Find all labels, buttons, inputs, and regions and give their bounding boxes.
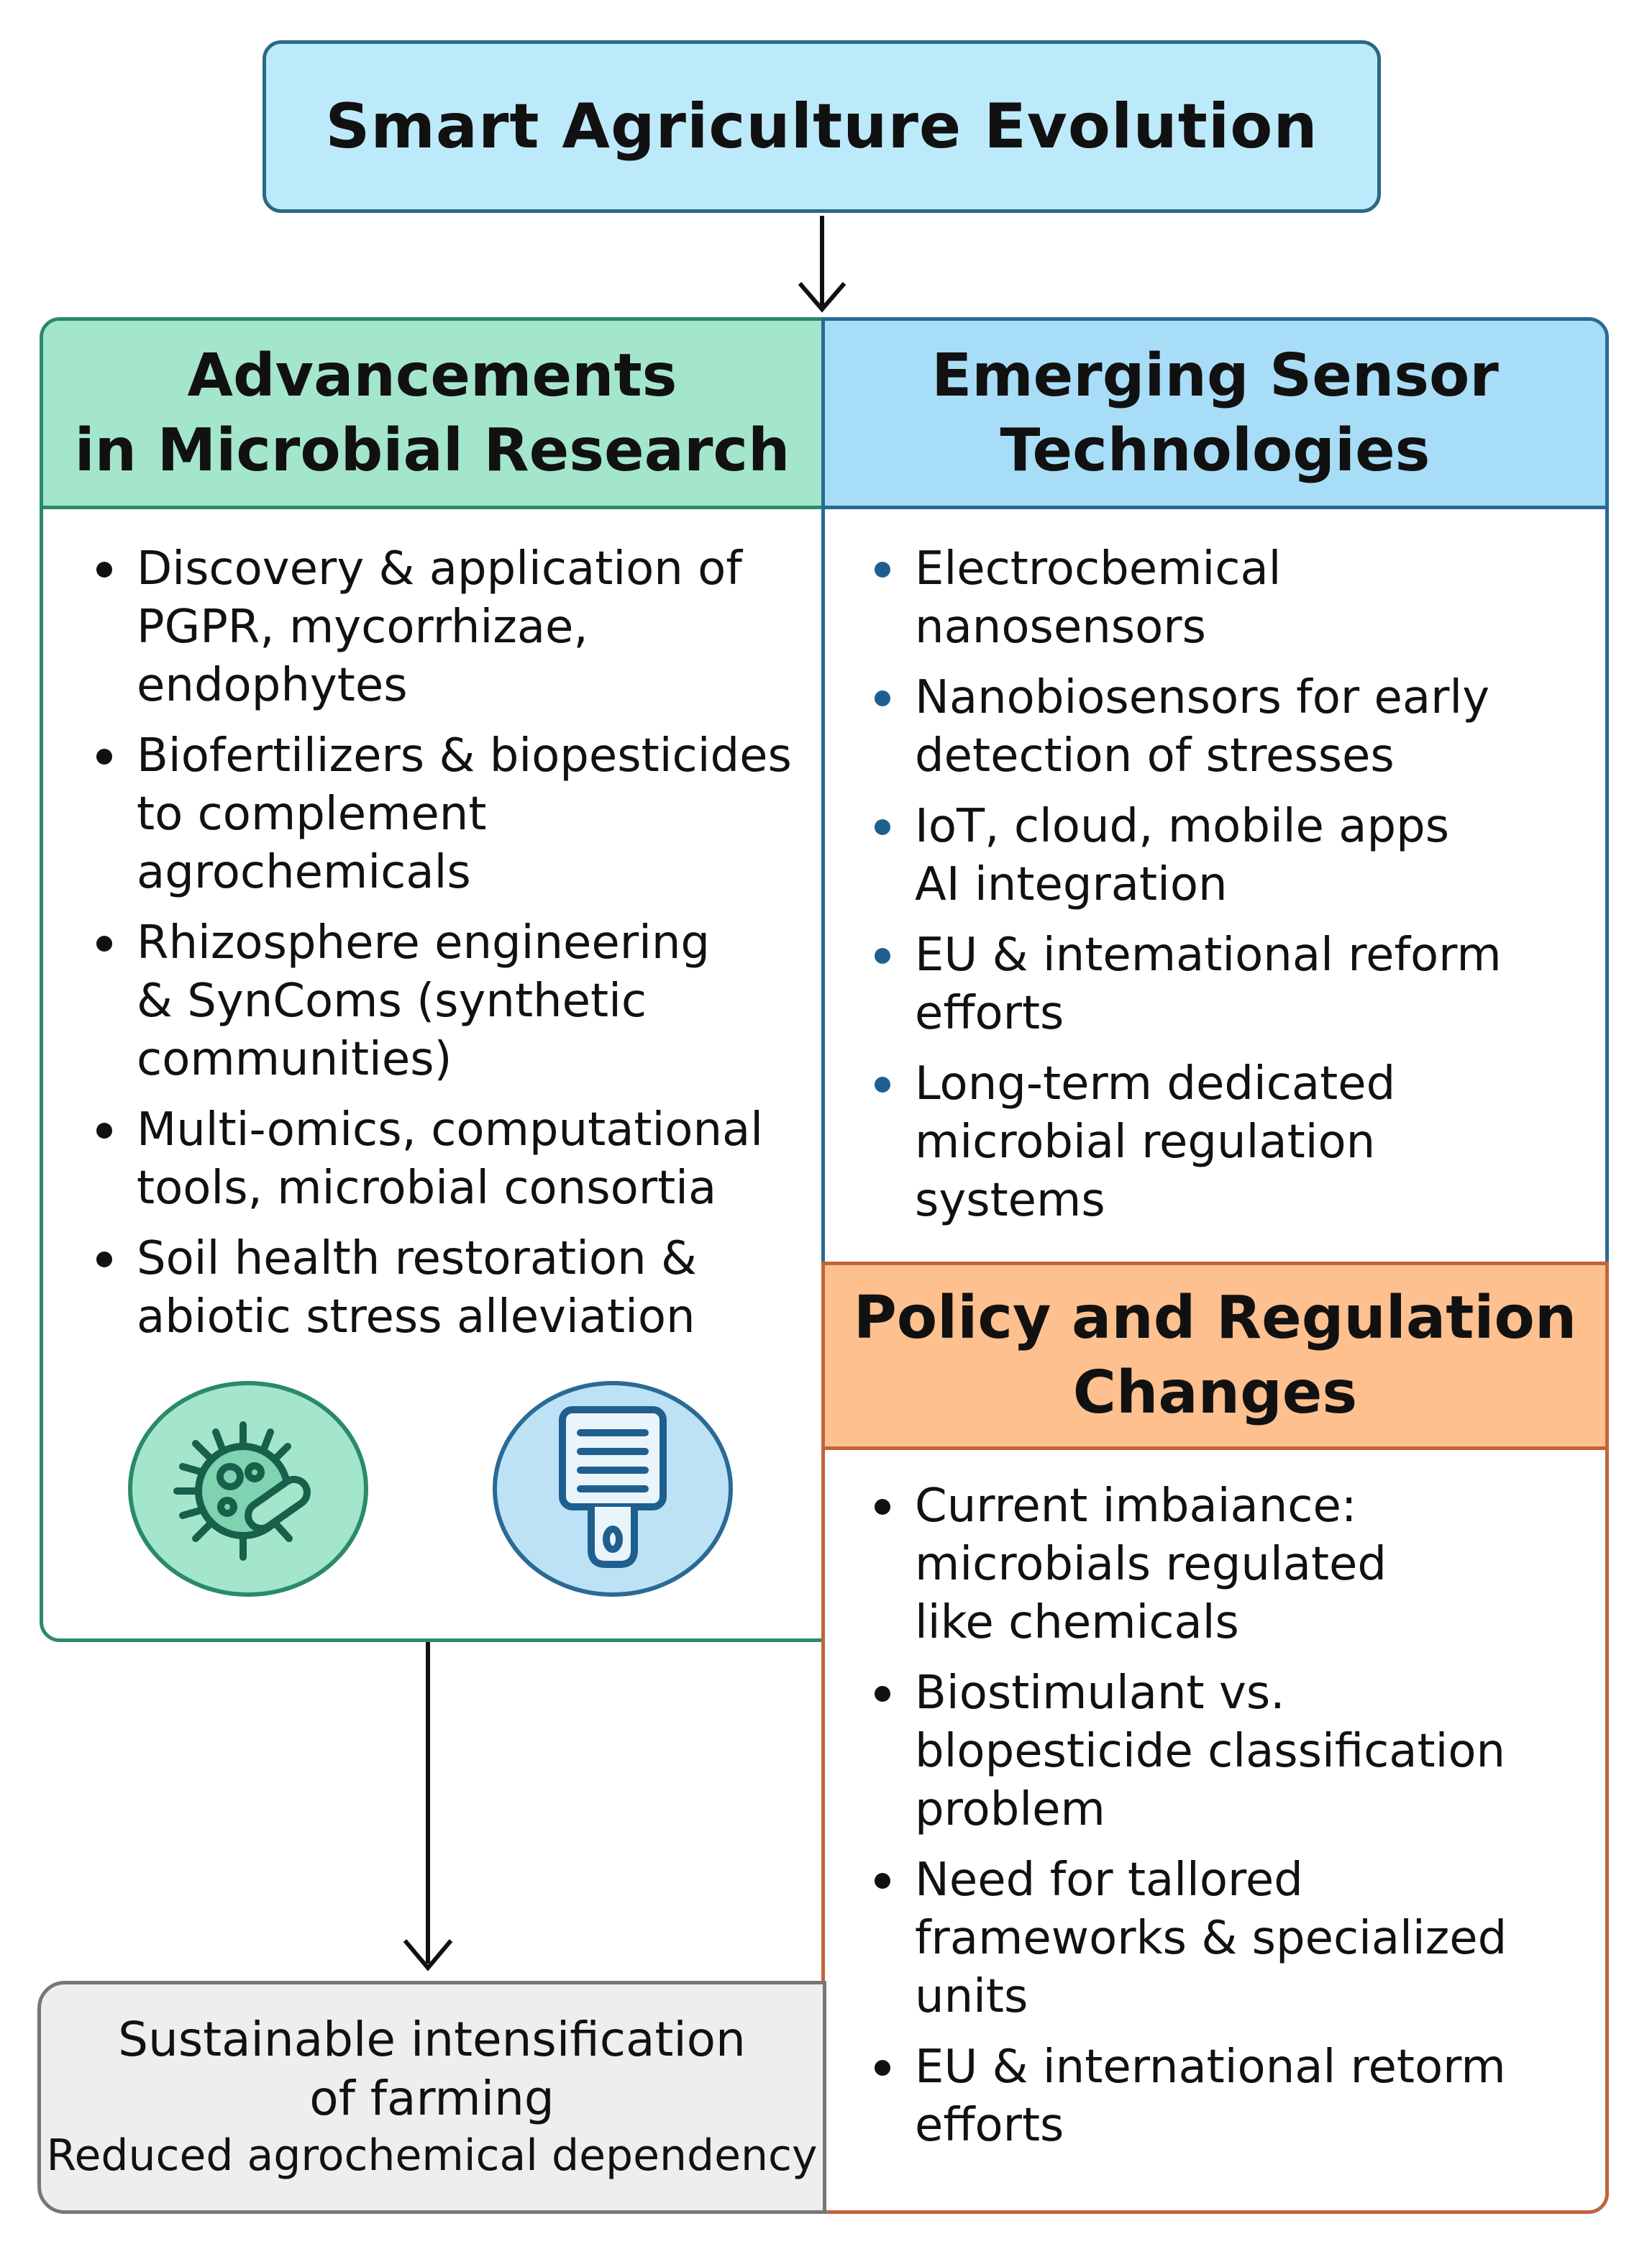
list-item: Discovery & application of PGPR, mycorrh…	[86, 540, 813, 715]
bullet-icon	[875, 2060, 890, 2076]
list-item-text: EU & intemational reform efforts	[915, 929, 1502, 1040]
bullet-icon	[96, 1123, 112, 1139]
policy-regulation-list: Current imbaiance: microbials regulated …	[864, 1477, 1598, 2167]
list-item: Long-term dedicated microbial regulation…	[864, 1055, 1598, 1230]
microbial-research-list: Discovery & application of PGPR, mycorrh…	[86, 540, 813, 1359]
outcome-title-line1: Sustainable intensification	[118, 2012, 746, 2067]
list-item: EU & international retorm efforts	[864, 2038, 1598, 2155]
outcome-title-line2: of farming	[309, 2071, 555, 2126]
outcome-box: Sustainable intensification of farming R…	[37, 1981, 826, 2214]
bullet-icon	[875, 948, 890, 964]
list-item: Electrocbemical nanosensors	[864, 540, 1598, 657]
list-item-text: Multi-omics, computational tools, microb…	[137, 1103, 763, 1215]
microbial-research-header: Advancements in Microbial Research	[43, 321, 821, 509]
microbial-to-outcome-arrowhead	[403, 1939, 453, 1971]
list-item-text: Biofertilizers & biopesticides to comple…	[137, 729, 792, 899]
list-item: Biofertilizers & biopesticides to comple…	[86, 727, 813, 902]
list-item: Need for tallored frameworks & specializ…	[864, 1851, 1598, 2026]
list-item: Biostimulant vs. blopesticide classifica…	[864, 1664, 1598, 1839]
list-item: IoT, cloud, mobile apps AI integration	[864, 798, 1598, 914]
bullet-icon	[875, 1873, 890, 1889]
policy-regulation-header: Policy and Regulation Changes	[825, 1265, 1605, 1450]
policy-regulation-heading: Policy and Regulation Changes	[853, 1284, 1577, 1427]
list-item-text: Need for tallored frameworks & specializ…	[915, 1854, 1507, 2023]
bullet-icon	[96, 562, 112, 578]
microbe-icon	[128, 1381, 368, 1597]
list-item-text: Discovery & application of PGPR, mycorrh…	[137, 542, 742, 712]
list-item-text: Long-term dedicated microbial regulation…	[915, 1057, 1396, 1227]
list-item-text: Rhizosphere engineering & SynComs (synth…	[137, 916, 711, 1086]
list-item-text: Nanobiosensors for early detection of st…	[915, 671, 1490, 783]
title-box: Smart Agriculture Evolution	[263, 40, 1381, 213]
diagram-title: Smart Agriculture Evolution	[325, 91, 1318, 163]
sensor-device-icon	[493, 1381, 733, 1597]
list-item: Current imbaiance: microbials regulated …	[864, 1477, 1598, 1652]
sensor-technologies-header: Emerging Sensor Technologies	[825, 321, 1605, 509]
list-item-text: Electrocbemical nanosensors	[915, 542, 1282, 654]
bullet-icon	[875, 690, 890, 706]
microbial-research-panel: Advancements in Microbial Research Disco…	[40, 317, 825, 1642]
list-item-text: EU & international retorm efforts	[915, 2041, 1506, 2152]
bullet-icon	[96, 1252, 112, 1267]
title-to-panels-arrowhead	[798, 282, 846, 313]
bullet-icon	[875, 819, 890, 835]
policy-regulation-panel: Policy and Regulation Changes Current im…	[821, 1262, 1609, 2214]
outcome-subtitle: Reduced agrochemical dependency	[46, 2130, 818, 2181]
bullet-icon	[875, 1686, 890, 1702]
sensor-technologies-heading: Emerging Sensor Technologies	[931, 341, 1499, 485]
list-item: Multi-omics, computational tools, microb…	[86, 1101, 813, 1218]
list-item-text: Biostimulant vs. blopesticide classifica…	[915, 1667, 1506, 1836]
sensor-technologies-list: Electrocbemical nanosensors Nanobiosenso…	[864, 540, 1598, 1242]
bullet-icon	[875, 562, 890, 578]
bullet-icon	[875, 1077, 890, 1093]
list-item: EU & intemational reform efforts	[864, 926, 1598, 1043]
sensor-technologies-panel: Emerging Sensor Technologies Electrocbem…	[821, 317, 1609, 1265]
list-item: Soil health restoration & abiotic stress…	[86, 1230, 813, 1346]
list-item: Rhizosphere engineering & SynComs (synth…	[86, 914, 813, 1089]
list-item: Nanobiosensors for early detection of st…	[864, 669, 1598, 785]
bullet-icon	[875, 1499, 890, 1515]
bullet-icon	[96, 749, 112, 765]
bullet-icon	[96, 936, 112, 952]
list-item-text: Soil health restoration & abiotic stress…	[137, 1232, 697, 1344]
microbial-research-heading: Advancements in Microbial Research	[74, 341, 790, 485]
list-item-text: Current imbaiance: microbials regulated …	[915, 1480, 1387, 1649]
list-item-text: IoT, cloud, mobile apps AI integration	[915, 800, 1450, 911]
